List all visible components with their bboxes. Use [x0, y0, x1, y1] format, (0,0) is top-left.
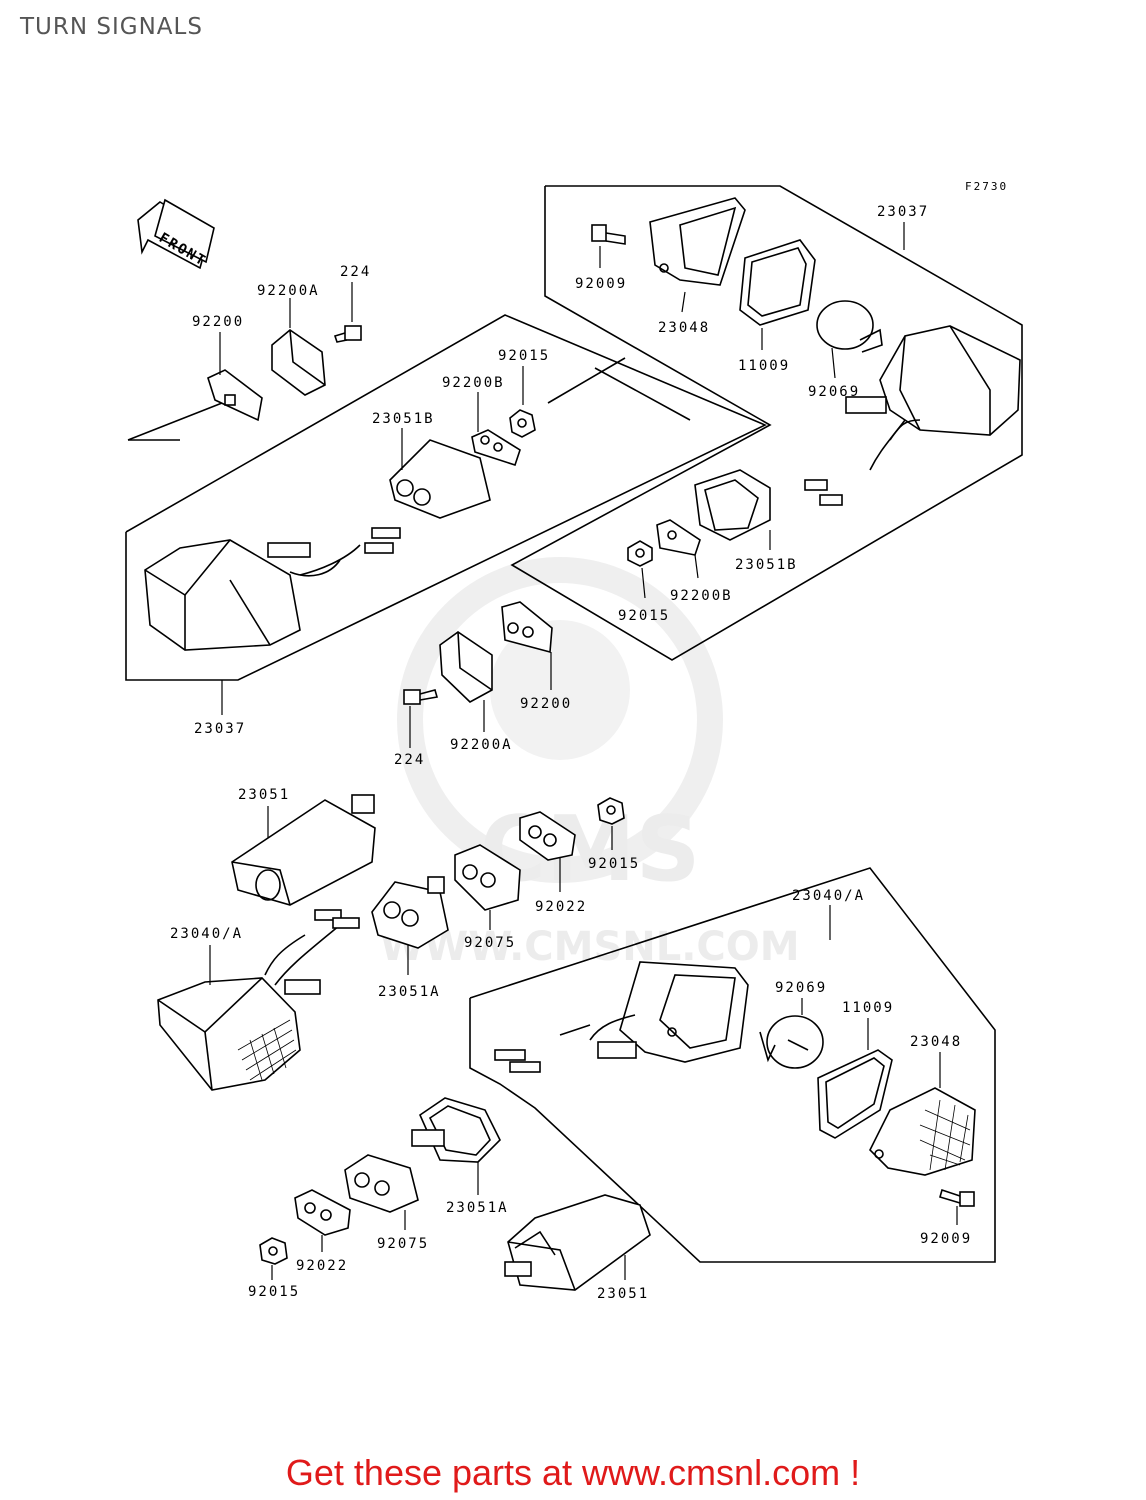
part-label-92075: 92075: [377, 1236, 429, 1252]
part-label-23048: 23048: [910, 1034, 962, 1050]
part-label-92200: 92200: [520, 696, 572, 712]
screw-224-mid: [403, 689, 439, 705]
housing-23051B-left: [389, 439, 491, 519]
bracket-92200-top: [207, 369, 263, 422]
housing-23051A-bottom: [411, 1097, 501, 1163]
bulb-92069-bottom: [759, 1015, 824, 1069]
lens-23048-top: [649, 197, 746, 286]
group-outline-upper-left: [125, 314, 767, 681]
lens-23048-bottom: [869, 1087, 976, 1176]
housing-23051-left: [231, 794, 376, 906]
housing-23051A-left: [371, 876, 449, 949]
part-label-23051B: 23051B: [372, 411, 435, 427]
housing-23051-bottom: [504, 1194, 651, 1291]
part-label-23040-a: 23040/A: [792, 888, 865, 904]
watermark-url: WWW.CMSNL.COM: [380, 924, 800, 970]
part-label-23051A: 23051A: [378, 984, 441, 1000]
front-arrow-icon: [137, 198, 215, 270]
screw-92009-bottom: [939, 1188, 975, 1207]
gasket-11009-top: [739, 239, 816, 326]
page-title: TURN SIGNALS: [20, 14, 203, 40]
lamp-23040A-left: [157, 909, 360, 1091]
screw-224-top: [333, 325, 362, 343]
part-label-23037: 23037: [194, 721, 246, 737]
part-label-92015: 92015: [498, 348, 550, 364]
part-label-23048: 23048: [658, 320, 710, 336]
part-label-92022: 92022: [296, 1258, 348, 1274]
footer-link[interactable]: Get these parts at www.cmsnl.com !: [285, 1452, 861, 1493]
part-label-92200A: 92200A: [257, 283, 320, 299]
part-label-92075: 92075: [464, 935, 516, 951]
gasket-11009-bottom: [817, 1049, 893, 1139]
bulb-92069-top: [816, 300, 883, 353]
part-label-92009: 92009: [575, 276, 627, 292]
bracket-92200A-mid: [439, 631, 493, 703]
lamp-23040A-right: [494, 961, 749, 1073]
part-label-23051A: 23051A: [446, 1200, 509, 1216]
part-label-92200: 92200: [192, 314, 244, 330]
part-label-92015: 92015: [588, 856, 640, 872]
bracket-92200-mid: [501, 601, 553, 654]
part-label-23037: 23037: [877, 204, 929, 220]
group-outline-lower-right: [469, 867, 996, 1263]
washer-92022-mid: [519, 811, 576, 861]
nut-92015-top: [509, 409, 536, 438]
nut-92015-mid: [627, 540, 653, 567]
part-label-23040-a: 23040/A: [170, 926, 243, 942]
grommet-92075-mid: [454, 844, 521, 911]
leader-lines: [209, 222, 958, 1280]
part-label-23051: 23051: [597, 1286, 649, 1302]
figure-code: F2730: [965, 180, 1008, 193]
part-label-92069: 92069: [775, 980, 827, 996]
screw-92009-top: [591, 224, 626, 245]
housing-23051B-right: [694, 469, 771, 541]
part-label-23051: 23051: [238, 787, 290, 803]
part-label-92022: 92022: [535, 899, 587, 915]
group-outline-upper-right: [510, 185, 1023, 661]
part-label-11009: 11009: [842, 1000, 894, 1016]
part-label-92015: 92015: [248, 1284, 300, 1300]
part-label-23051B: 23051B: [735, 557, 798, 573]
part-label-92200A: 92200A: [450, 737, 513, 753]
grommet-92075-bottom: [344, 1154, 419, 1213]
bracket-92200B-top: [471, 429, 521, 467]
part-label-92015: 92015: [618, 608, 670, 624]
part-label-11009: 11009: [738, 358, 790, 374]
part-label-92200B: 92200B: [442, 375, 505, 391]
lamp-23037-left: [144, 527, 401, 651]
lamp-23037-right: [804, 325, 1021, 506]
bracket-92200B-mid: [656, 519, 701, 556]
part-label-224: 224: [340, 264, 371, 280]
part-label-224: 224: [394, 752, 425, 768]
washer-92022-bottom: [294, 1189, 351, 1236]
bracket-92200A-top: [271, 328, 326, 396]
part-label-92200B: 92200B: [670, 588, 733, 604]
nut-92015-bottom: [259, 1237, 288, 1265]
part-label-92069: 92069: [808, 384, 860, 400]
part-label-92009: 92009: [920, 1231, 972, 1247]
nut-92015-lower: [597, 797, 625, 825]
